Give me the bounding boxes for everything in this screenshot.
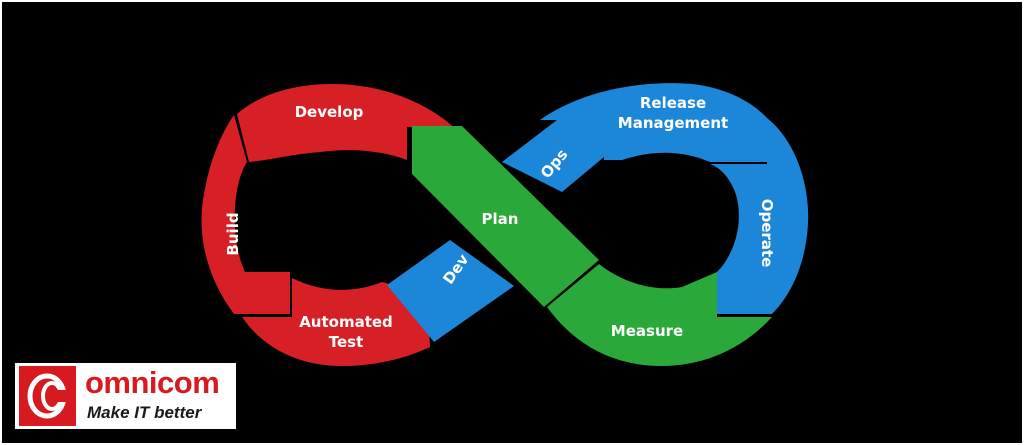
label-automated-test-line2: Test — [329, 333, 364, 351]
label-measure: Measure — [611, 322, 683, 340]
label-build: Build — [224, 212, 242, 255]
label-release-management-line2: Management — [618, 114, 728, 132]
label-develop: Develop — [295, 103, 364, 121]
segment-release-management — [540, 83, 767, 162]
omnicom-logo: omnicom Make IT better — [15, 363, 236, 429]
label-release-management-line1: Release — [640, 94, 706, 112]
segment-dev — [387, 240, 514, 342]
logo-tagline: Make IT better — [87, 403, 202, 422]
logo-brand-name: omnicom — [85, 365, 220, 400]
label-plan: Plan — [482, 210, 519, 228]
omnicom-logo-icon — [19, 366, 76, 426]
label-operate: Operate — [758, 199, 776, 268]
segment-ops — [502, 120, 604, 192]
segment-automated-test — [242, 278, 430, 366]
segment-build — [201, 115, 290, 314]
segment-develop — [237, 84, 457, 162]
label-automated-test-line1: Automated — [299, 313, 393, 331]
segment-plan — [412, 126, 599, 307]
segment-operate — [710, 118, 809, 314]
segment-measure — [547, 264, 772, 366]
